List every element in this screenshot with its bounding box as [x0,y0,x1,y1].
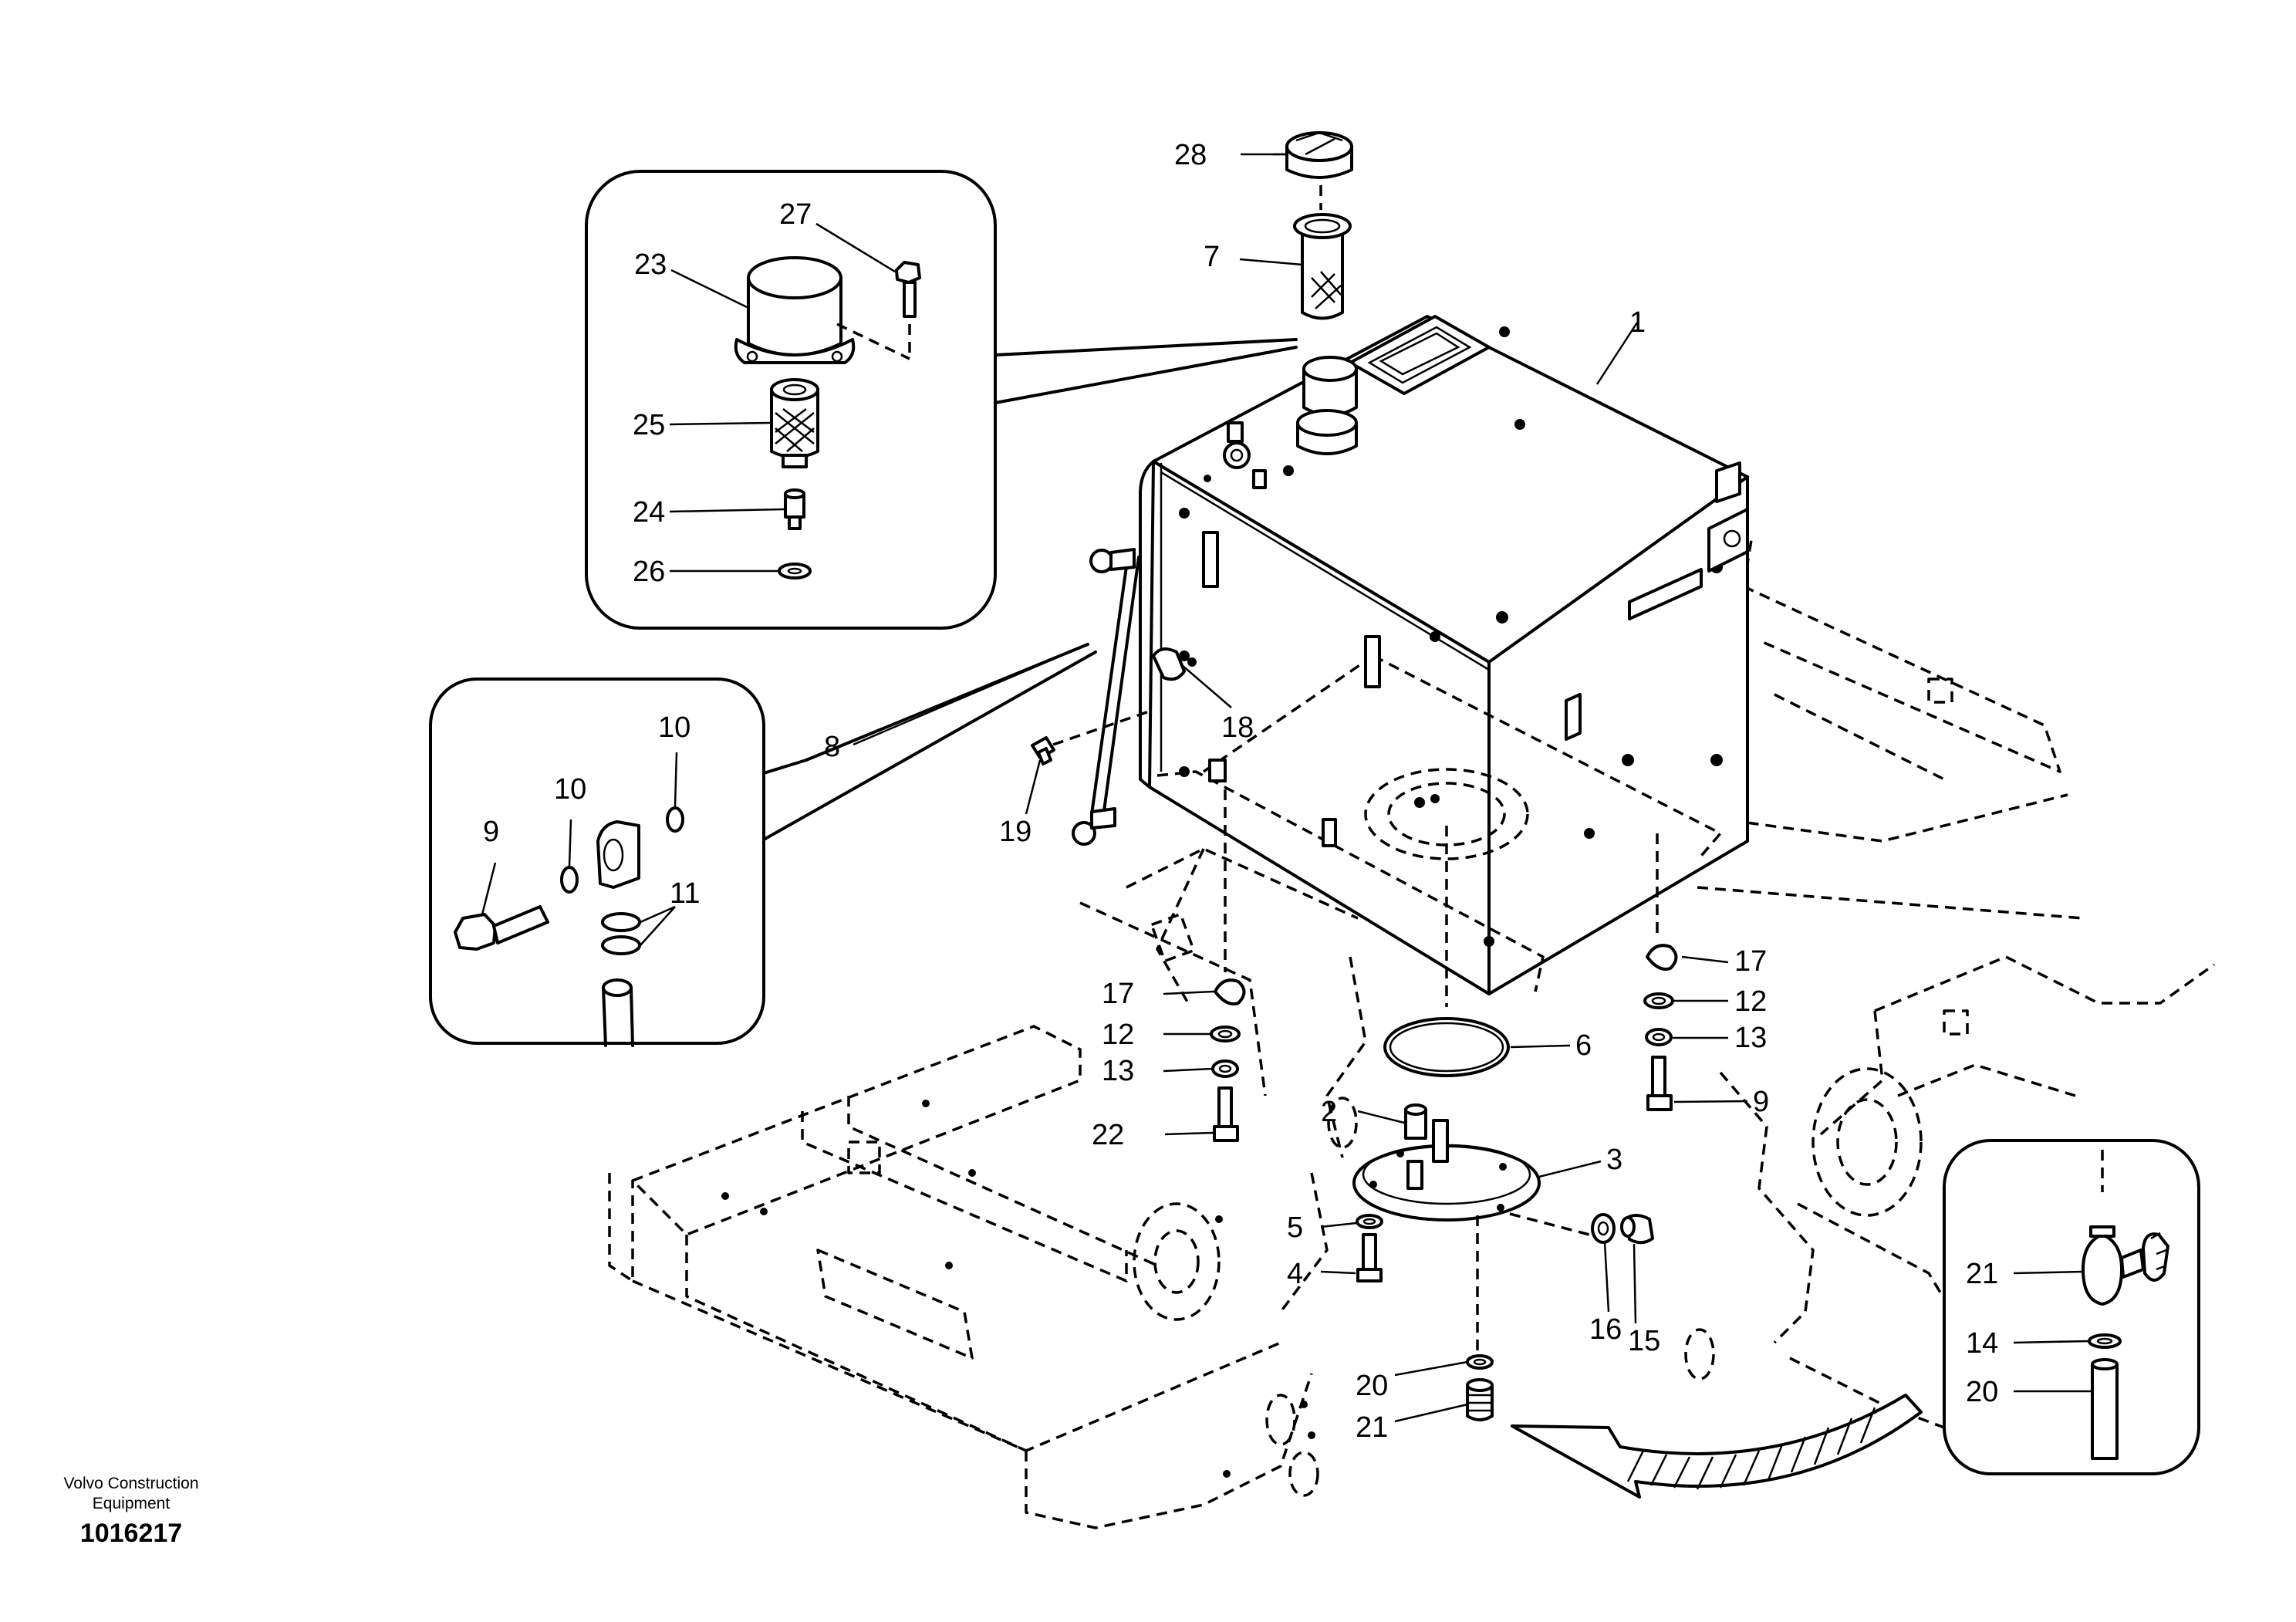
label-part-6: 6 [1575,1029,1592,1062]
inset-drain-valve [1943,1139,2200,1475]
chassis-frame-outline [608,539,2216,1529]
bolt-22 [1213,1086,1239,1142]
hydraulic-tank [1072,315,1749,995]
label-part-20-main: 20 [1356,1370,1388,1402]
label-part-11: 11 [670,877,700,910]
label-part-3: 3 [1606,1144,1622,1176]
washer-20 [1466,1354,1494,1370]
label-part-13-right: 13 [1734,1022,1767,1054]
plug-15 [1620,1214,1654,1245]
label-part-10-a: 10 [554,773,586,806]
label-part-17-right: 17 [1734,945,1767,978]
label-part-15: 15 [1628,1325,1660,1357]
label-part-18: 18 [1221,711,1254,744]
brand-line-2: Equipment [92,1495,171,1512]
label-part-21-inset: 21 [1966,1258,1998,1290]
label-part-9-main: 9 [1753,1086,1769,1118]
cover-plate [1352,1119,1541,1222]
label-part-8: 8 [824,731,840,763]
bolt-4 [1356,1233,1383,1282]
label-part-7: 7 [1204,241,1220,273]
screw-19 [1031,736,1055,765]
label-part-26: 26 [633,556,665,588]
shim-17-left [1214,978,1246,1005]
label-part-10-b: 10 [658,711,690,744]
washer-12-left [1210,1026,1241,1042]
brand-caption: Volvo Construction Equipment [46,1474,216,1514]
inset-breather [585,170,1298,630]
drain-valve-21 [1466,1378,1494,1421]
label-part-13-left: 13 [1102,1055,1134,1087]
label-part-5: 5 [1287,1211,1303,1244]
spring-washer-13-right [1645,1028,1673,1046]
part-labels: 1 2 3 4 5 6 7 8 9 9 10 10 11 12 12 13 13… [483,139,1998,1444]
label-part-2: 2 [1321,1096,1337,1128]
label-part-12-left: 12 [1102,1019,1134,1051]
label-part-16: 16 [1589,1313,1622,1346]
brand-line-1: Volvo Construction [63,1475,199,1492]
o-ring-seal [1383,1017,1510,1077]
label-part-12-right: 12 [1734,985,1767,1018]
swing-arrow [1511,1394,1923,1499]
leader-lines [481,153,2092,1423]
label-part-17-left: 17 [1102,978,1134,1010]
label-part-9-inset: 9 [483,816,499,848]
label-part-27: 27 [779,198,812,231]
spring-washer-5 [1356,1214,1383,1229]
label-part-23: 23 [634,248,667,281]
label-part-20-inset: 20 [1966,1376,1998,1408]
label-part-28: 28 [1174,139,1207,171]
label-part-22: 22 [1092,1119,1124,1151]
label-part-24: 24 [633,496,665,529]
filler-cap [1285,131,1353,179]
label-part-21-main: 21 [1356,1411,1388,1444]
shim-17-right [1646,944,1678,971]
label-part-4: 4 [1287,1258,1303,1290]
label-part-19: 19 [999,816,1032,848]
spring-washer-13-left [1211,1059,1239,1078]
washer-16 [1591,1213,1616,1244]
label-part-14: 14 [1966,1327,1998,1360]
inset-gauge-fitting [429,643,1097,1047]
suction-pipe [1404,1103,1427,1140]
filler-strainer [1293,213,1352,320]
label-part-1: 1 [1629,306,1646,339]
bolt-9-main [1646,1056,1673,1111]
washer-12-right [1643,992,1674,1009]
figure-number: 1016217 [79,1519,183,1548]
label-part-25: 25 [633,409,665,441]
